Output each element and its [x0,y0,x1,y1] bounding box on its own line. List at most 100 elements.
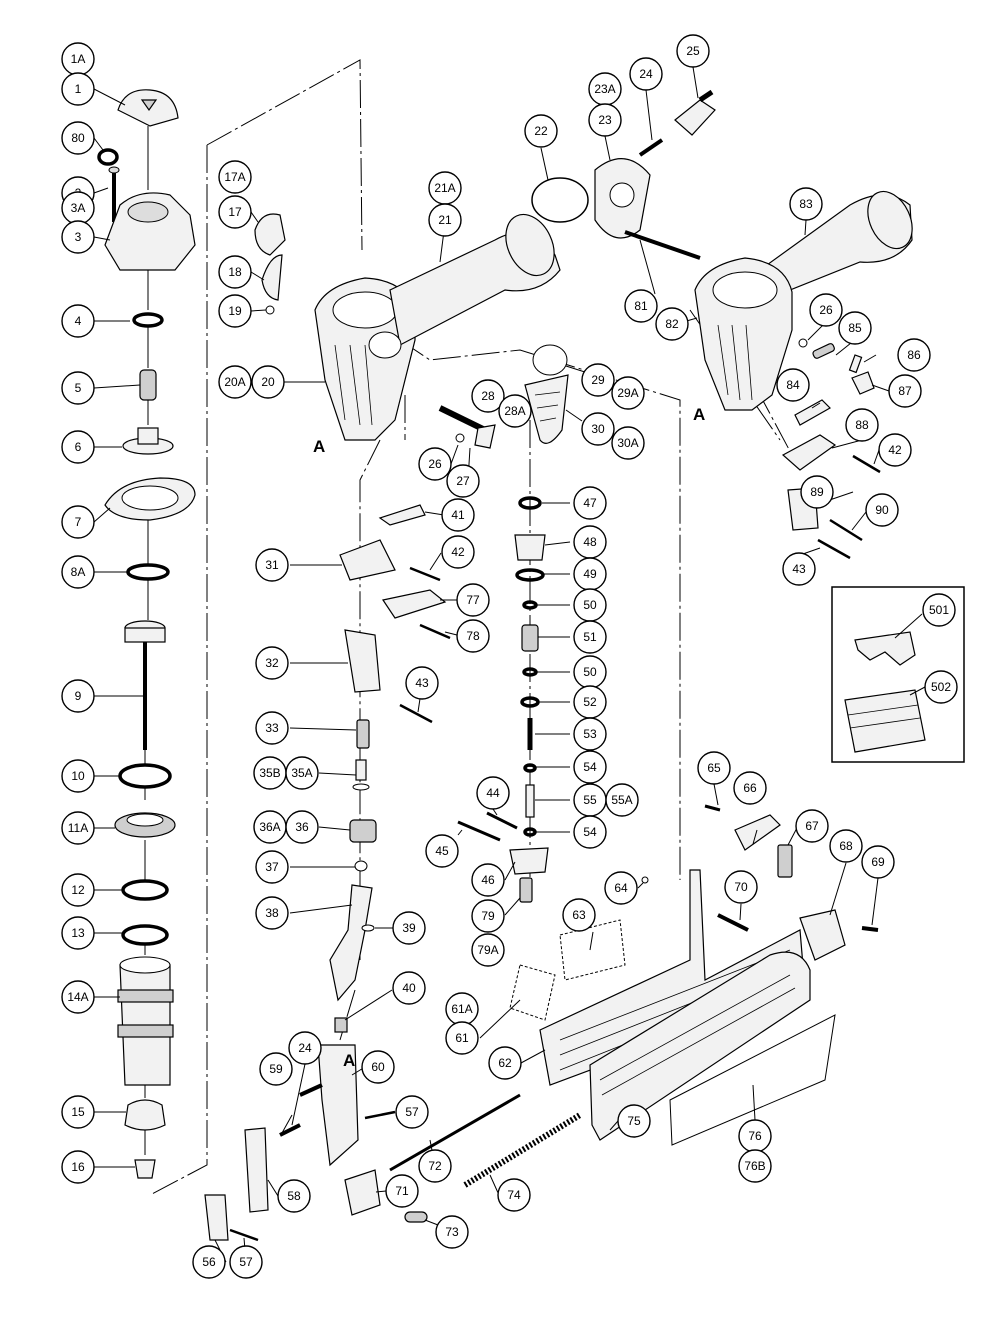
svg-text:16: 16 [71,1160,85,1174]
svg-text:23: 23 [598,113,612,127]
callout-26-center: 26 [418,447,452,481]
callout-81: 81 [624,289,658,323]
svg-text:25: 25 [686,44,700,58]
svg-text:27: 27 [456,474,470,488]
stem-55 [525,784,535,818]
svg-text:61A: 61A [451,1002,472,1016]
main-body-parts: A [254,89,716,456]
svg-text:42: 42 [451,545,465,559]
callout-89: 89 [800,475,834,509]
callout-31: 31 [255,548,289,582]
svg-text:21: 21 [438,213,452,227]
svg-text:1: 1 [75,82,82,96]
svg-text:82: 82 [665,317,679,331]
callout-9: 9 [61,679,95,713]
svg-text:67: 67 [805,819,819,833]
section-label-nose: A [343,1051,355,1070]
svg-text:86: 86 [907,348,921,362]
seal-16 [134,1159,156,1179]
callout-67: 67 [795,809,829,843]
callout-57-lower: 57 [229,1245,263,1279]
callout-8A: 8A [61,555,95,589]
svg-text:50: 50 [583,598,597,612]
lever-84 [794,399,831,426]
callout-27: 27 [446,464,480,498]
svg-text:22: 22 [534,124,548,138]
spring-33 [356,719,370,749]
callout-52: 52 [573,685,607,719]
callout-35B: 35B [253,756,287,790]
callout-38: 38 [255,896,289,930]
callout-3: 3 [61,220,95,254]
callout-61A: 61A [445,992,479,1026]
svg-text:24: 24 [639,67,653,81]
callout-23: 23 [588,103,622,137]
callout-75: 75 [617,1104,651,1138]
callout-25: 25 [676,34,710,68]
callout-42-right: 42 [878,433,912,467]
svg-text:19: 19 [228,304,242,318]
air-fitting-25 [674,99,716,136]
svg-text:33: 33 [265,721,279,735]
svg-text:63: 63 [572,908,586,922]
callout-87: 87 [888,374,922,408]
callout-47: 47 [573,486,607,520]
oring-49 [515,568,545,582]
svg-text:12: 12 [71,883,85,897]
oring-13 [121,924,169,946]
contact-arm-parts [329,504,451,1033]
svg-text:52: 52 [583,695,597,709]
pusher-71 [344,1169,381,1216]
ring-54a [523,763,537,773]
callout-32: 32 [255,646,289,680]
tip-40 [334,1017,348,1033]
callout-1: 1 [61,72,95,106]
oring-12 [121,879,169,901]
callout-19: 19 [218,294,252,328]
callout-71: 71 [385,1174,419,1208]
callout-24-top: 24 [629,57,663,91]
callout-36: 36 [285,810,319,844]
callout-69: 69 [861,845,895,879]
callout-42-center: 42 [441,535,475,569]
callout-16: 16 [61,1150,95,1184]
latch-66 [734,814,781,851]
svg-text:40: 40 [402,981,416,995]
callout-49: 49 [573,557,607,591]
svg-text:54: 54 [583,760,597,774]
nose-parts: A [204,1044,396,1242]
svg-text:68: 68 [839,839,853,853]
svg-text:83: 83 [799,197,813,211]
callout-20A: 20A [218,365,252,399]
svg-text:11A: 11A [68,821,88,835]
svg-text:14A: 14A [67,990,88,1004]
svg-text:29A: 29A [617,386,638,400]
cushion-15 [124,1099,166,1131]
callout-78: 78 [456,619,490,653]
svg-text:89: 89 [810,485,824,499]
ring-52 [520,696,540,708]
svg-text:79: 79 [481,909,495,923]
callout-73: 73 [435,1215,469,1249]
callout-30: 30 [581,412,615,446]
oring-47 [518,496,542,510]
callout-23A: 23A [588,72,622,106]
svg-text:87: 87 [898,384,912,398]
svg-text:1A: 1A [71,52,86,66]
callout-5: 5 [61,371,95,405]
callout-37: 37 [255,850,289,884]
svg-text:20A: 20A [224,375,245,389]
svg-text:42: 42 [888,443,902,457]
callout-63: 63 [562,898,596,932]
svg-text:28A: 28A [504,404,525,418]
oring-10 [118,763,172,789]
oring-8A [126,563,170,581]
callout-17: 17 [218,195,252,229]
svg-text:44: 44 [486,786,500,800]
cap-arrow-icon [140,99,158,112]
svg-text:84: 84 [786,378,800,392]
lever-77 [382,589,447,619]
gasket-17 [254,213,286,256]
gasket-22 [531,177,589,223]
